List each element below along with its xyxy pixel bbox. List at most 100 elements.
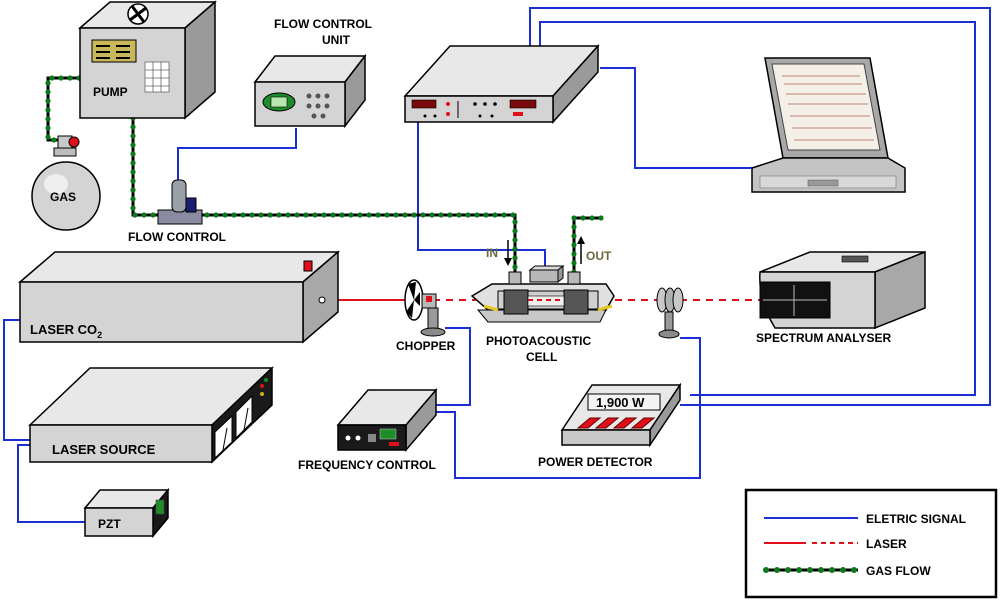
spectrum-analyser: SPECTRUM ANALYSER — [756, 250, 926, 345]
photoacoustic-label-line1: PHOTOACOUSTIC — [486, 334, 591, 348]
gas-flow-dot — [571, 224, 577, 230]
power-detector: 1,900 W POWER DETECTOR — [538, 382, 682, 469]
flow-control-unit-label-line2: UNIT — [322, 33, 351, 47]
gas-flow-dot — [130, 142, 136, 148]
frequency-control-label: FREQUENCY CONTROL — [298, 458, 436, 472]
laptop-screen — [771, 63, 881, 151]
gas-flow-dot — [45, 107, 51, 113]
legend-gas-dot — [785, 567, 791, 573]
gas-flow-dot — [312, 212, 318, 218]
legend-gas-dot — [818, 567, 824, 573]
gas-flow-dot — [375, 212, 381, 218]
gas-flow-dot — [45, 116, 51, 122]
gas-flow-dot — [130, 124, 136, 130]
flow-control-unit-label-line1: FLOW CONTROL — [274, 17, 372, 31]
lockin-display-left — [411, 99, 437, 109]
gas-flow-dot — [429, 212, 435, 218]
power-reading: 1,900 W — [596, 395, 645, 410]
gas-flow-dot — [384, 212, 390, 218]
gas-flow-dot — [366, 212, 372, 218]
gas-flow-dot — [492, 212, 498, 218]
wire-lockin-laptop — [539, 21, 976, 396]
valve-knob-icon — [68, 136, 80, 148]
gas-flow-dot — [456, 212, 462, 218]
in-arrow-icon — [504, 240, 512, 266]
wire-lockin-power-detector — [529, 7, 991, 406]
detector-lens — [656, 287, 684, 339]
laser-source-label: LASER SOURCE — [52, 442, 156, 457]
gas-flow-dot — [240, 212, 246, 218]
pump: PUMP — [77, 0, 218, 120]
legend-gas-dot — [840, 567, 846, 573]
gas-flow-dot — [45, 89, 51, 95]
legend-label-gas: GAS FLOW — [866, 564, 931, 578]
legend-gas-dot — [807, 567, 813, 573]
wire-fcu-valve — [177, 128, 297, 185]
out-label: OUT — [586, 249, 612, 263]
gas-flow-dot — [474, 212, 480, 218]
gas-flow-dot — [58, 75, 64, 81]
legend-gas-dot — [829, 567, 835, 573]
gas-flow-dot — [45, 125, 51, 131]
out-arrow-icon — [577, 236, 585, 264]
frequency-control: FREQUENCY CONTROL — [298, 387, 438, 472]
gas-flow-dot — [348, 212, 354, 218]
gas-flow-dot — [130, 187, 136, 193]
gas-flow-dot — [130, 169, 136, 175]
gas-flow-dot — [598, 215, 604, 221]
gas-flow-dot — [45, 80, 51, 86]
gas-flow-dot — [512, 255, 518, 261]
legend: ELETRIC SIGNAL LASER GAS FLOW — [744, 488, 998, 599]
pzt-label: PZT — [98, 517, 121, 531]
laser-indicator — [303, 260, 313, 272]
legend-gas-dot — [796, 567, 802, 573]
gas-flow-dot — [67, 75, 73, 81]
gas-flow-dot — [45, 134, 51, 140]
gas-flow-dot — [510, 212, 516, 218]
gas-flow-dot — [483, 212, 489, 218]
chopper: CHOPPER — [396, 279, 456, 353]
gas-flow-dot — [571, 233, 577, 239]
legend-gas-dot — [851, 567, 857, 573]
gas-flow-dot — [571, 242, 577, 248]
gas-flow-dot — [150, 212, 156, 218]
gas-flow-dot — [130, 133, 136, 139]
gas-flow-dot — [130, 178, 136, 184]
gas-flow-dot — [501, 212, 507, 218]
gas-flow-dot — [465, 212, 471, 218]
wire-freq-bottom — [435, 337, 701, 479]
power-detector-label: POWER DETECTOR — [538, 455, 653, 469]
gas-flow-dot — [45, 98, 51, 104]
pump-label: PUMP — [93, 85, 128, 99]
gas-flow-dot — [231, 212, 237, 218]
gas-flow-dot — [321, 212, 327, 218]
spectrum-analyser-label: SPECTRUM ANALYSER — [756, 331, 891, 345]
keypad-icon — [144, 61, 170, 93]
wire-lockin-cell — [417, 110, 546, 272]
wire-chopper-freq — [435, 327, 471, 406]
gas-flow-dot — [512, 219, 518, 225]
gas-flow-dot — [130, 160, 136, 166]
legend-gas-dots — [763, 567, 857, 573]
gas-flow-dot — [258, 212, 264, 218]
gas-flow-dot — [51, 137, 57, 143]
power-detector-buttons — [576, 417, 656, 429]
lock-in-amplifier — [403, 44, 600, 124]
gas-flow-dot — [447, 212, 453, 218]
gas-flow-dot — [222, 212, 228, 218]
gas-flow-dot — [357, 212, 363, 218]
laser-co2: LASER CO2 — [17, 250, 341, 344]
gas-flow-dot — [512, 237, 518, 243]
laptop — [751, 57, 906, 193]
legend-gas-dot — [763, 567, 769, 573]
gas-flow-dot — [438, 212, 444, 218]
gas-flow-dot — [512, 246, 518, 252]
flow-control-valve: FLOW CONTROL — [128, 179, 226, 244]
gas-flow-dot — [294, 212, 300, 218]
pzt: PZT — [83, 487, 170, 539]
laser-co2-label: LASER CO2 — [30, 322, 102, 340]
gas-flow-dot — [580, 215, 586, 221]
gas-flow-dot — [49, 75, 55, 81]
gas-flow-dot — [512, 264, 518, 270]
